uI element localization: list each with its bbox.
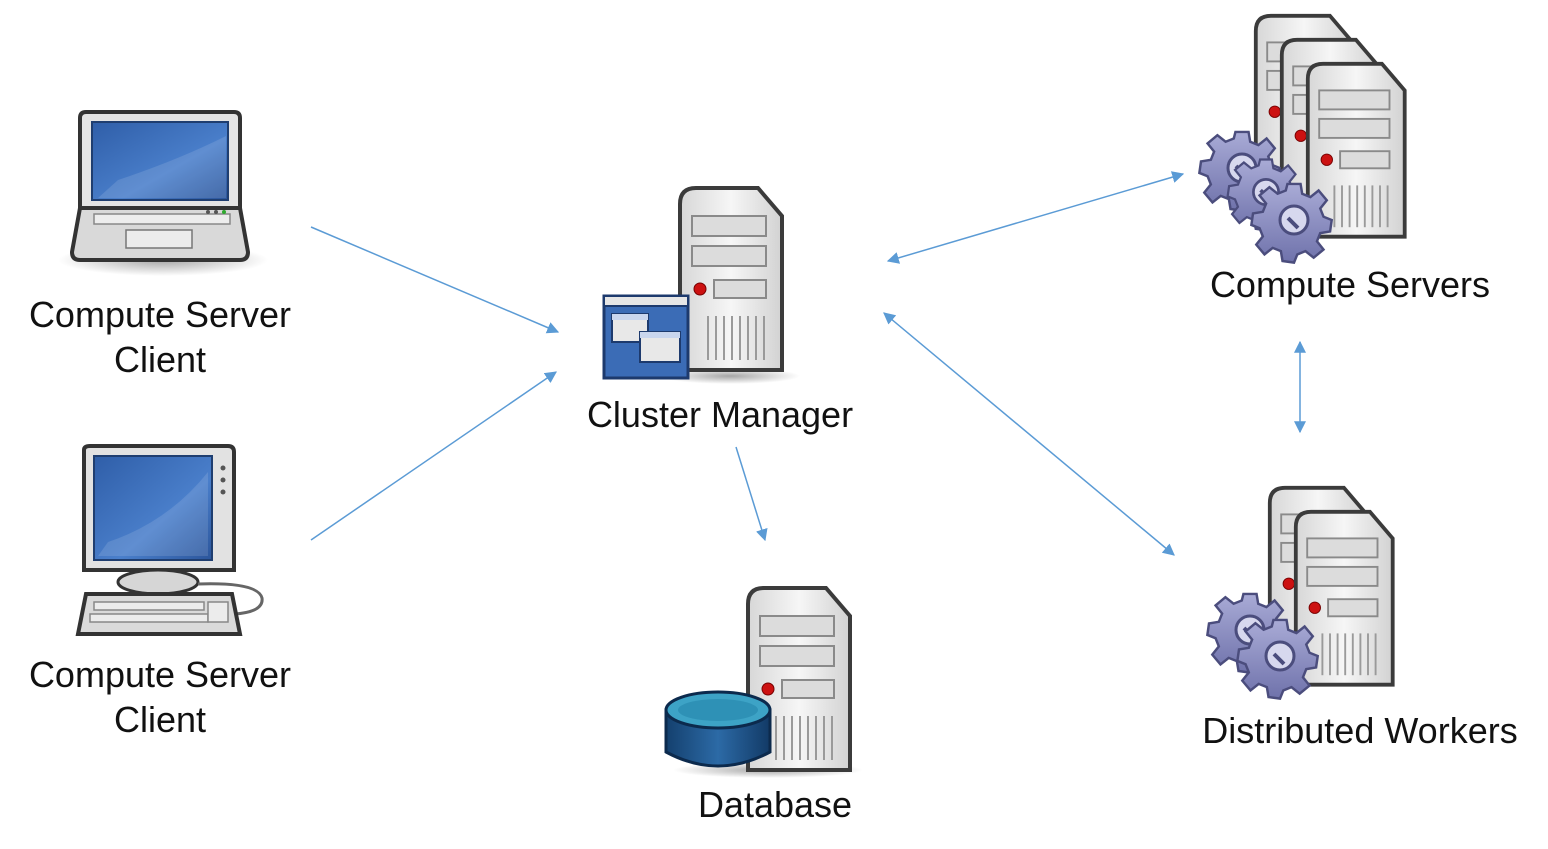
arrow-cluster-manager-distributed-workers xyxy=(883,312,1175,556)
arrow-cluster-manager-to-database xyxy=(735,446,768,542)
client-desktop-node[interactable]: Compute Server Client xyxy=(0,440,330,740)
distributed-workers-node[interactable]: Distributed Workers xyxy=(1180,480,1540,770)
client-laptop-label-line1: Compute Server xyxy=(28,294,292,335)
arrow-desktop-client-to-cluster-manager xyxy=(310,371,557,541)
desktop-computer-icon xyxy=(75,444,264,636)
server-pair-with-gears-icon xyxy=(1205,485,1395,701)
client-desktop-label: Compute Server Client xyxy=(0,652,320,742)
compute-servers-label: Compute Servers xyxy=(1209,264,1491,305)
laptop-icon xyxy=(58,110,268,276)
cluster-manager-node[interactable]: Cluster Manager xyxy=(570,180,870,440)
database-label: Database xyxy=(697,784,853,825)
server-with-database-icon xyxy=(664,586,863,778)
server-stack-with-gears-icon xyxy=(1197,13,1407,265)
arrow-cluster-manager-compute-servers xyxy=(886,171,1185,264)
client-desktop-label-line1: Compute Server xyxy=(28,654,292,695)
client-laptop-label: Compute Server Client xyxy=(0,292,320,382)
client-laptop-label-line2: Client xyxy=(113,339,207,380)
server-with-window-icon xyxy=(602,186,800,384)
database-node[interactable]: Database xyxy=(650,580,900,840)
arrow-laptop-client-to-cluster-manager xyxy=(310,226,560,334)
cluster-manager-label: Cluster Manager xyxy=(586,394,854,435)
client-desktop-label-line2: Client xyxy=(113,699,207,740)
compute-servers-node[interactable]: Compute Servers xyxy=(1180,8,1520,308)
distributed-workers-label: Distributed Workers xyxy=(1202,710,1518,751)
client-laptop-node[interactable]: Compute Server Client xyxy=(0,100,330,390)
